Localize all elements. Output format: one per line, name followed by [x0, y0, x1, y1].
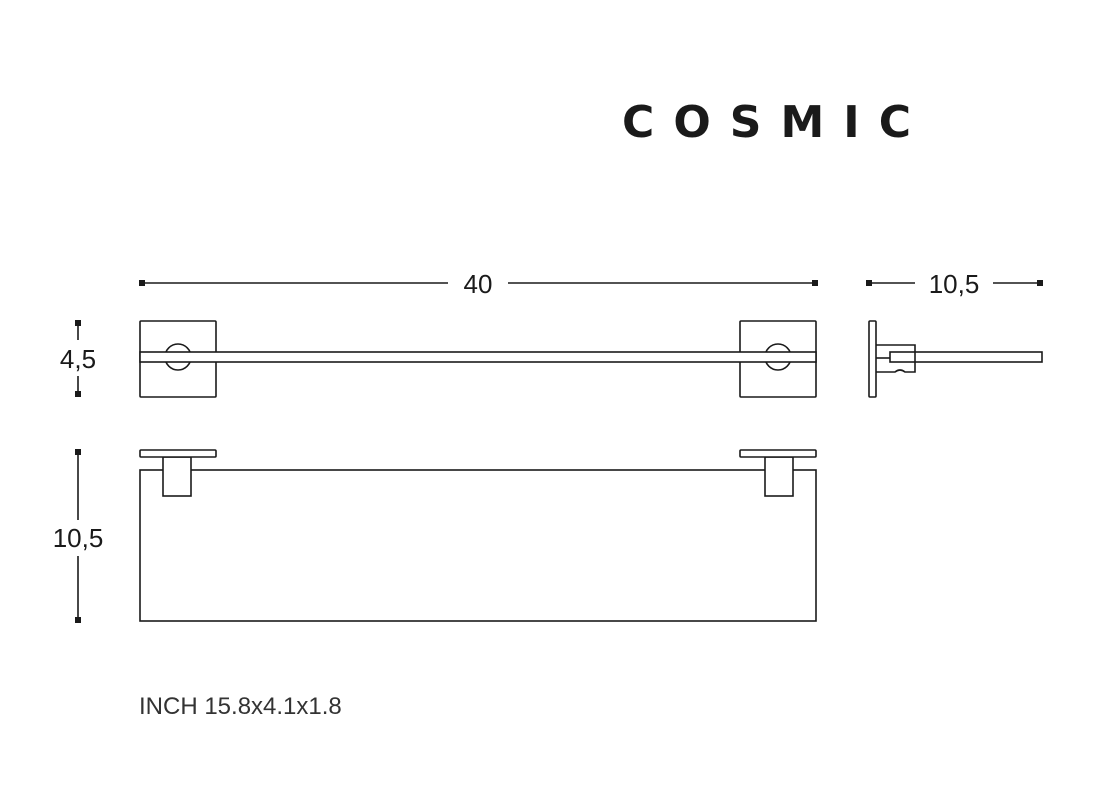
side-depth-dimension: 10,5 — [866, 269, 1043, 299]
top-view — [139, 449, 817, 622]
height-dimension: 4,5 — [60, 320, 96, 397]
top-depth-label: 10,5 — [53, 523, 104, 553]
front-view — [139, 320, 817, 398]
inch-dimensions: INCH 15.8x4.1x1.8 — [139, 693, 342, 720]
top-depth-dimension: 10,5 — [53, 449, 104, 623]
side-depth-label: 10,5 — [929, 269, 980, 299]
height-label: 4,5 — [60, 344, 96, 374]
width-label: 40 — [464, 269, 493, 299]
width-dimension: 40 — [139, 269, 818, 299]
brand-logo: COSMIC — [622, 97, 914, 148]
side-view — [868, 320, 1043, 398]
